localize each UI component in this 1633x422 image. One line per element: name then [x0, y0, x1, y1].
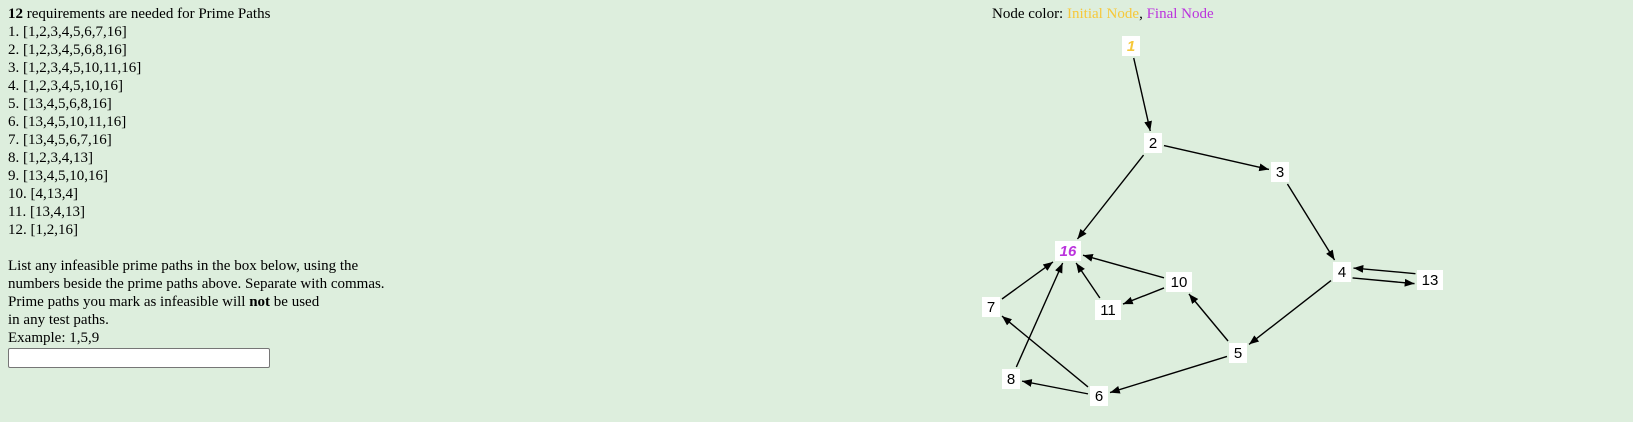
graph-edge-8-to-16 [1015, 262, 1064, 368]
requirements-heading-text: requirements are needed for Prime Paths [23, 6, 271, 22]
graph-edge-2-to-16 [1076, 154, 1145, 240]
graph-node-box [1229, 343, 1247, 363]
instruction-line: List any infeasible prime paths in the b… [8, 258, 359, 274]
prime-path-item: 5. [13,4,5,6,8,16] [8, 96, 112, 112]
infeasible-paths-input[interactable] [8, 348, 270, 368]
instruction-line: numbers beside the prime paths above. Se… [8, 276, 385, 292]
prime-paths-panel: 12 requirements are needed for Prime Pat… [8, 5, 568, 368]
graph-node-label: 5 [1234, 345, 1242, 362]
graph-node-8: 8 [1002, 369, 1020, 389]
requirements-heading: 12 requirements are needed for Prime Pat… [8, 5, 568, 23]
graph-node-label: 16 [1060, 243, 1077, 260]
graph-node-6: 6 [1090, 386, 1108, 406]
graph-node-11: 11 [1095, 300, 1121, 320]
graph-edge-4-to-5 [1248, 280, 1332, 345]
instruction-emphasis: not [249, 294, 271, 310]
graph-node-box [982, 297, 1000, 317]
graph-edge-5-to-6 [1109, 355, 1228, 394]
graph-node-label: 8 [1007, 371, 1015, 388]
graph-edge-6-to-8 [1021, 379, 1089, 395]
prime-path-item: 6. [13,4,5,10,11,16] [8, 114, 127, 130]
legend-separator: , [1139, 6, 1147, 22]
graph-node-box [1417, 270, 1443, 290]
graph-edge-13-to-4 [1353, 265, 1416, 275]
prime-path-item: 8. [1,2,3,4,13] [8, 150, 93, 166]
prime-path-item: 11. [13,4,13] [8, 204, 85, 220]
graph-node-2: 2 [1144, 133, 1162, 153]
graph-node-label: 1 [1127, 38, 1135, 55]
graph-node-label: 6 [1095, 388, 1103, 405]
graph-node-4: 4 [1333, 262, 1351, 282]
prime-path-item: 3. [1,2,3,4,5,10,11,16] [8, 60, 142, 76]
prime-path-item: 9. [13,4,5,10,16] [8, 168, 108, 184]
graph-edge-6-to-7 [1001, 315, 1089, 388]
graph-node-label: 10 [1171, 274, 1188, 291]
graph-edge-10-to-16 [1082, 254, 1165, 279]
node-color-legend: Node color: Initial Node, Final Node [992, 5, 1214, 23]
graph-node-box [1090, 386, 1108, 406]
graph-nodes: 1 2 3 4 5 6 7 8 10 11 13 16 [982, 36, 1443, 406]
example-text: Example: 1,5,9 [8, 330, 100, 346]
graph-edge-7-to-16 [1001, 261, 1054, 300]
prime-path-item: 10. [4,13,4] [8, 186, 78, 202]
graph-edge-1-to-2 [1133, 57, 1152, 132]
instruction-text: be used [270, 294, 320, 310]
graph-node-label: 3 [1276, 164, 1284, 181]
graph-node-box [1166, 272, 1192, 292]
graph-edges [1001, 57, 1416, 395]
graph-node-box [1122, 36, 1140, 56]
graph-node-10: 10 [1166, 272, 1192, 292]
graph-edge-10-to-11 [1122, 287, 1165, 305]
graph-node-label: 2 [1149, 135, 1157, 152]
prime-path-list: 1. [1,2,3,4,5,6,7,16] 2. [1,2,3,4,5,6,8,… [8, 23, 568, 239]
instruction-text: Prime paths you mark as infeasible will [8, 294, 250, 310]
graph-node-7: 7 [982, 297, 1000, 317]
graph-node-label: 13 [1422, 272, 1439, 289]
graph-node-box [1271, 162, 1289, 182]
legend-final-node: Final Node [1146, 6, 1214, 22]
graph-node-13: 13 [1417, 270, 1443, 290]
requirements-count: 12 [8, 6, 23, 22]
graph-node-box [1002, 369, 1020, 389]
graph-node-box [1333, 262, 1351, 282]
graph-edge-11-to-16 [1075, 262, 1101, 299]
graph-node-label: 7 [987, 299, 995, 316]
graph-edge-5-to-10 [1188, 293, 1229, 342]
graph-edge-3-to-4 [1286, 183, 1336, 261]
graph-node-box [1144, 133, 1162, 153]
graph-node-label: 4 [1338, 264, 1346, 281]
graph-edge-4-to-13 [1352, 277, 1415, 287]
prime-path-item: 2. [1,2,3,4,5,6,8,16] [8, 42, 127, 58]
instruction-line: Prime paths you mark as infeasible will … [8, 293, 568, 311]
legend-initial-node: Initial Node [1066, 6, 1140, 22]
graph-node-box [1095, 300, 1121, 320]
prime-path-item: 1. [1,2,3,4,5,6,7,16] [8, 24, 127, 40]
prime-path-item: 7. [13,4,5,6,7,16] [8, 132, 112, 148]
graph-node-16: 16 [1055, 241, 1081, 261]
legend-prefix: Node color: [992, 6, 1067, 22]
graph-node-box [1055, 241, 1081, 261]
graph-node-5: 5 [1229, 343, 1247, 363]
graph-node-3: 3 [1271, 162, 1289, 182]
prime-path-item: 4. [1,2,3,4,5,10,16] [8, 78, 123, 94]
graph-edge-2-to-3 [1163, 144, 1270, 172]
instruction-line: in any test paths. [8, 312, 109, 328]
graph-node-label: 11 [1100, 302, 1116, 319]
graph-node-1: 1 [1122, 36, 1140, 56]
prime-path-item: 12. [1,2,16] [8, 222, 78, 238]
